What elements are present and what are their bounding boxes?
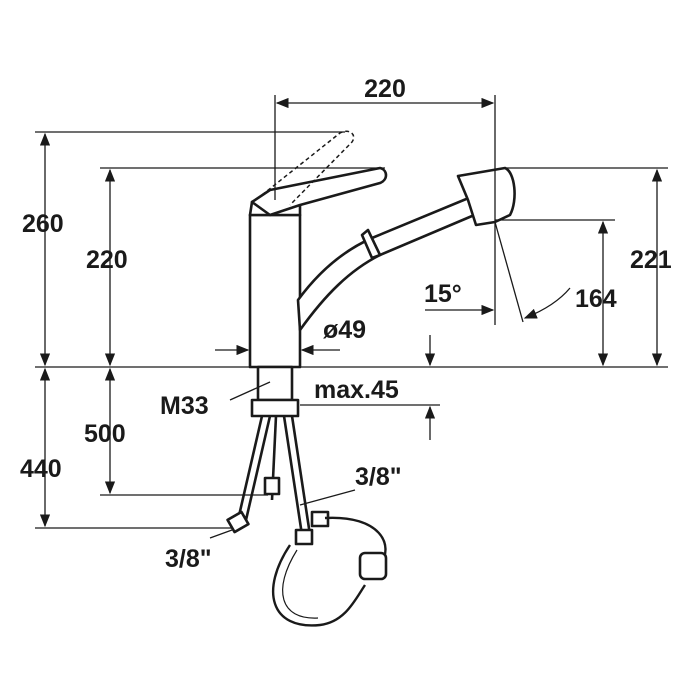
label-connection-right: 3/8" <box>355 463 402 491</box>
dim-spout-height: 220 <box>86 246 128 274</box>
dim-outlet-height: 164 <box>575 285 617 313</box>
mounting-hardware <box>226 365 388 627</box>
dim-reach: 220 <box>364 75 406 103</box>
dim-max-thickness: max.45 <box>314 376 399 404</box>
dim-spray-angle: 15° <box>424 280 462 308</box>
label-connection-left: 3/8" <box>165 545 212 573</box>
dim-hose-440: 440 <box>20 455 62 483</box>
dim-total-height: 260 <box>22 210 64 238</box>
faucet-body <box>248 130 516 369</box>
dimension-lines <box>35 95 668 539</box>
hose-weight <box>358 551 388 581</box>
dim-body-diameter: ø49 <box>323 316 366 344</box>
dim-thread: M33 <box>160 392 209 420</box>
dim-hose-500: 500 <box>84 420 126 448</box>
dim-head-height: 221 <box>630 246 672 274</box>
